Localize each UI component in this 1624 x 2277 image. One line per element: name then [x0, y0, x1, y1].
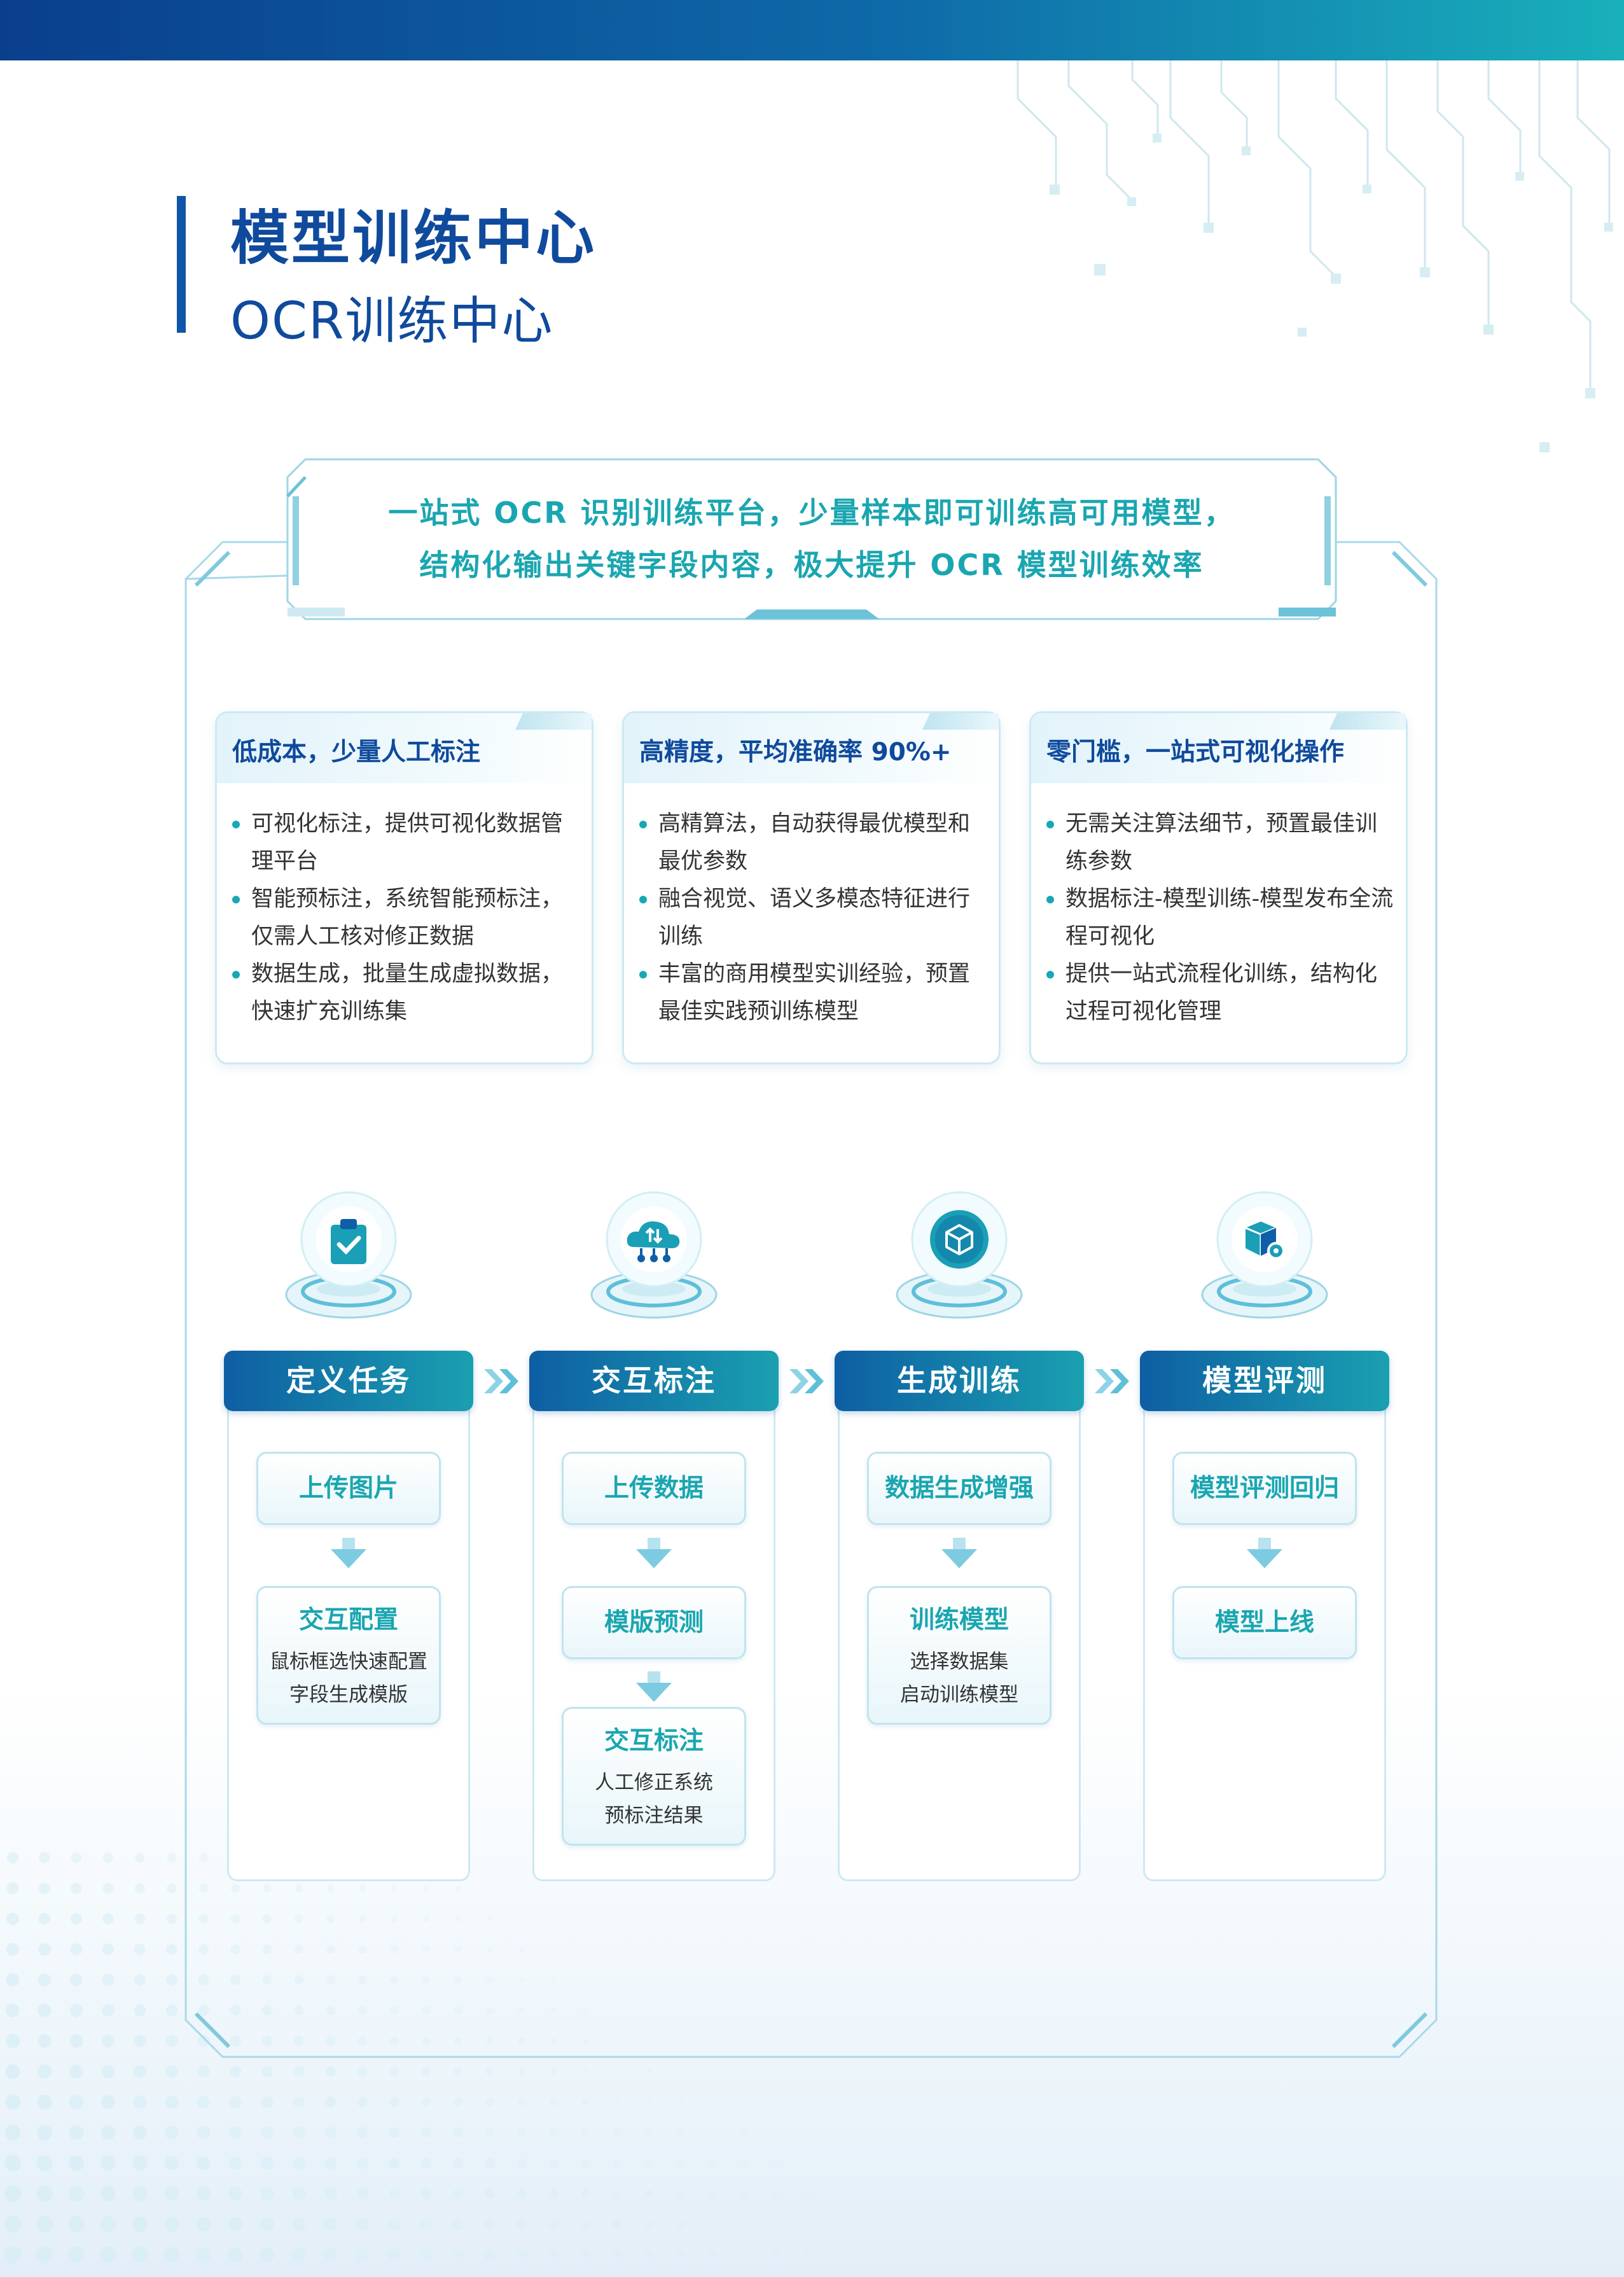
step-train-model: 训练模型 选择数据集 启动训练模型: [867, 1586, 1051, 1725]
step-template-predict: 模版预测: [562, 1586, 746, 1659]
title-accent-bar: [177, 196, 186, 333]
slogan-line-1: 一站式 OCR 识别训练平台，少量样本即可训练高可用模型，: [388, 496, 1235, 530]
step-desc: 鼠标框选快速配置: [270, 1650, 427, 1673]
clipboard-check-icon: [285, 1191, 412, 1319]
feature-item: 数据标注-模型训练-模型发布全流程可视化: [1046, 881, 1396, 956]
arrow-down-icon: [1247, 1538, 1282, 1568]
step-data-augmentation: 数据生成增强: [867, 1452, 1051, 1525]
page-title: 模型训练中心: [230, 204, 597, 272]
stage-header-generate-training: 生成训练: [835, 1351, 1084, 1411]
double-chevron-right-icon: [1095, 1369, 1129, 1393]
feature-title: 低成本，少量人工标注: [232, 738, 481, 767]
step-title: 交互标注: [604, 1727, 704, 1755]
dot-pattern-decoration: [4, 1852, 812, 2264]
feature-card-high-accuracy: 高精度，平均准确率 90%+ 高精算法，自动获得最优模型和最优参数 融合视觉、语…: [622, 711, 1001, 1064]
arrow-down-icon: [331, 1538, 366, 1568]
step-model-eval-regression: 模型评测回归: [1172, 1452, 1357, 1525]
feature-item: 无需关注算法细节，预置最佳训练参数: [1046, 805, 1396, 881]
feature-item: 提供一站式流程化训练，结构化过程可视化管理: [1046, 956, 1396, 1031]
slogan-box: [286, 458, 1337, 620]
feature-item: 融合视觉、语义多模态特征进行训练: [639, 881, 989, 956]
step-interactive-config: 交互配置 鼠标框选快速配置 字段生成模版: [256, 1586, 441, 1725]
cube-icon: [896, 1191, 1023, 1319]
feature-card-zero-threshold: 零门槛，一站式可视化操作 无需关注算法细节，预置最佳训练参数 数据标注-模型训练…: [1029, 711, 1408, 1064]
feature-item: 可视化标注，提供可视化数据管理平台: [232, 805, 582, 881]
feature-card-header: [1031, 713, 1406, 783]
arrow-down-icon: [941, 1538, 977, 1568]
step-model-deploy: 模型上线: [1172, 1586, 1357, 1659]
slogan-line-2: 结构化输出关键字段内容，极大提升 OCR 模型训练效率: [419, 548, 1204, 582]
step-upload-data: 上传数据: [562, 1452, 746, 1525]
stage-header-define-task: 定义任务: [224, 1351, 473, 1411]
step-title: 上传图片: [298, 1474, 398, 1503]
feature-item: 智能预标注，系统智能预标注，仅需人工核对修正数据: [232, 881, 582, 956]
stage-header-model-evaluation: 模型评测: [1140, 1351, 1389, 1411]
double-chevron-right-icon: [789, 1369, 824, 1393]
step-desc: 人工修正系统: [595, 1771, 713, 1794]
feature-item: 数据生成，批量生成虚拟数据，快速扩充训练集: [232, 956, 582, 1031]
double-chevron-right-icon: [484, 1369, 518, 1393]
step-title: 数据生成增强: [884, 1474, 1034, 1503]
stage-header-interactive-labeling: 交互标注: [529, 1351, 779, 1411]
step-desc: 字段生成模版: [289, 1683, 408, 1706]
feature-card-header: [624, 713, 999, 783]
arrow-down-icon: [636, 1538, 672, 1568]
feature-card-low-cost: 低成本，少量人工标注 可视化标注，提供可视化数据管理平台 智能预标注，系统智能预…: [215, 711, 593, 1064]
feature-list: 可视化标注，提供可视化数据管理平台 智能预标注，系统智能预标注，仅需人工核对修正…: [232, 805, 582, 1031]
page-subtitle: OCR训练中心: [230, 291, 554, 351]
feature-item: 高精算法，自动获得最优模型和最优参数: [639, 805, 989, 881]
step-desc: 选择数据集: [910, 1650, 1009, 1673]
box-gear-icon: [1201, 1191, 1328, 1319]
feature-item: 丰富的商用模型实训经验，预置最佳实践预训练模型: [639, 956, 989, 1031]
feature-list: 高精算法，自动获得最优模型和最优参数 融合视觉、语义多模态特征进行训练 丰富的商…: [639, 805, 989, 1031]
cloud-network-icon: [590, 1191, 718, 1319]
step-desc: 启动训练模型: [900, 1683, 1018, 1706]
step-title: 上传数据: [604, 1474, 704, 1503]
step-title: 交互配置: [298, 1606, 398, 1634]
step-interactive-labeling: 交互标注 人工修正系统 预标注结果: [562, 1707, 746, 1846]
feature-title: 零门槛，一站式可视化操作: [1046, 738, 1345, 767]
feature-list: 无需关注算法细节，预置最佳训练参数 数据标注-模型训练-模型发布全流程可视化 提…: [1046, 805, 1396, 1031]
feature-title: 高精度，平均准确率 90%+: [639, 738, 952, 767]
step-title: 模型上线: [1214, 1608, 1314, 1637]
feature-card-header: [217, 713, 592, 783]
step-upload-image: 上传图片: [256, 1452, 441, 1525]
circuit-decoration: [1017, 60, 1613, 452]
top-banner: [0, 0, 1624, 60]
step-title: 模型评测回归: [1190, 1474, 1339, 1503]
arrow-down-icon: [636, 1671, 672, 1702]
step-title: 模版预测: [604, 1608, 704, 1637]
step-title: 训练模型: [909, 1606, 1009, 1634]
step-desc: 预标注结果: [604, 1804, 704, 1827]
